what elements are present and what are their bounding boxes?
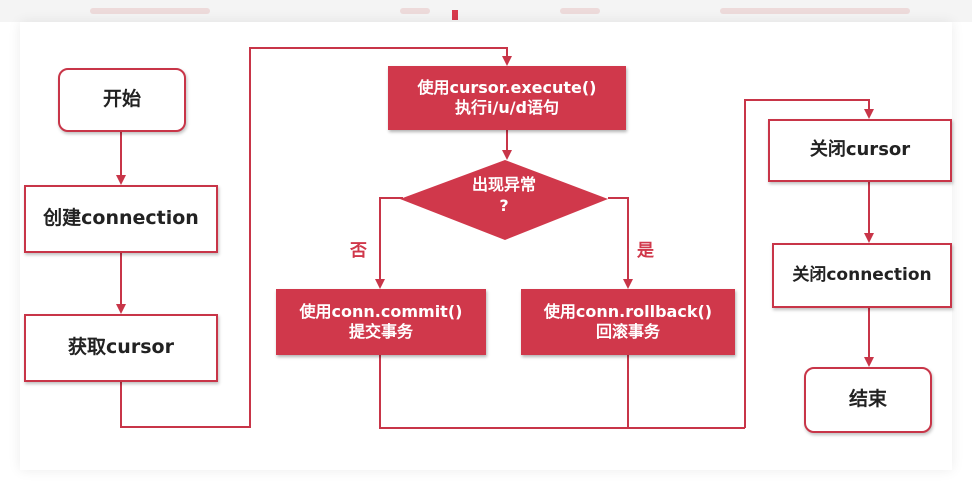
end-node-label: 结束 (848, 388, 887, 411)
start-node-label: 开始 (102, 88, 141, 111)
execute-line1: 使用cursor.execute() (417, 78, 597, 97)
end-node: 结束 (804, 367, 932, 433)
decision-diamond (400, 160, 608, 240)
connector-decision-no (375, 197, 403, 289)
close-connection-label: 关闭connection (792, 264, 932, 285)
connector-commit-to-merge (379, 355, 745, 429)
commit-node: 使用conn.commit() 提交事务 (276, 289, 486, 355)
create-connection-node: 创建connection (24, 185, 218, 253)
execute-node: 使用cursor.execute() 执行i/u/d语句 (388, 66, 626, 130)
connector-cursor-to-execute (120, 47, 512, 428)
connector-decision-yes (608, 197, 633, 289)
create-connection-label: 创建connection (43, 207, 199, 230)
close-cursor-node: 关闭cursor (768, 119, 952, 182)
execute-line2: 执行i/u/d语句 (454, 98, 560, 117)
branch-label-no: 否 (350, 241, 367, 261)
heading-accent-mark (452, 10, 458, 20)
blurred-heading-fragment (720, 8, 910, 14)
close-connection-node: 关闭connection (772, 243, 952, 308)
blurred-heading-fragment (400, 8, 430, 14)
close-cursor-label: 关闭cursor (809, 139, 911, 161)
blurred-heading-fragment (90, 8, 210, 14)
rollback-node: 使用conn.rollback() 回滚事务 (521, 289, 735, 355)
commit-line1: 使用conn.commit() (299, 302, 463, 321)
get-cursor-label: 获取cursor (68, 336, 174, 359)
top-strip (0, 0, 972, 22)
start-node: 开始 (58, 68, 186, 132)
connector-merge-to-close-cursor (744, 99, 874, 428)
rollback-line1: 使用conn.rollback() (543, 302, 713, 321)
decision-line1: 出现异常 (471, 175, 536, 194)
get-cursor-node: 获取cursor (24, 314, 218, 382)
branch-label-yes: 是 (637, 241, 654, 261)
decision-label: 出现异常 ? (400, 175, 608, 217)
rollback-line2: 回滚事务 (595, 322, 660, 341)
blurred-heading-fragment (560, 8, 600, 14)
commit-line2: 提交事务 (348, 322, 413, 341)
decision-line2: ? (499, 195, 509, 215)
